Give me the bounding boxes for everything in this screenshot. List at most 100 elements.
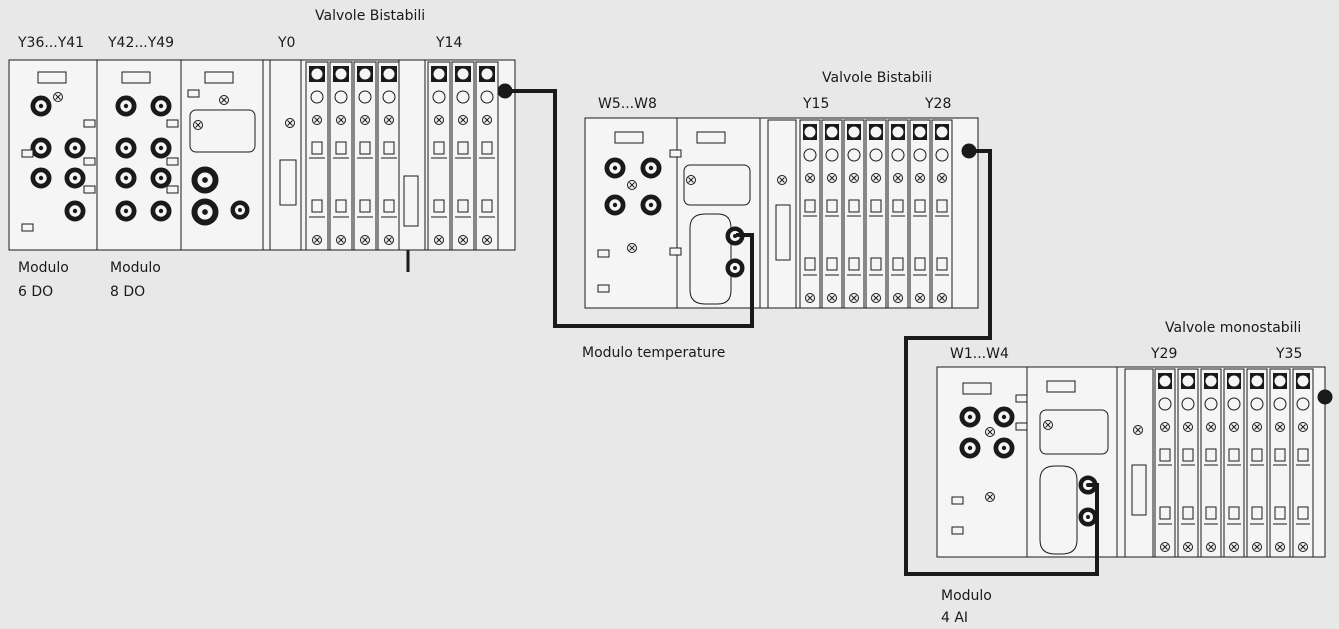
screw-cross bbox=[484, 237, 490, 243]
valve-knob bbox=[481, 68, 493, 80]
module-fieldbus bbox=[180, 59, 264, 251]
valve-body bbox=[887, 119, 909, 309]
valve-port-bottom bbox=[914, 257, 926, 271]
connector-pin bbox=[202, 209, 208, 215]
label-slot bbox=[597, 284, 610, 293]
valve-port-bottom bbox=[848, 257, 860, 271]
screw-cross bbox=[807, 175, 813, 181]
label-group1-start: Y0 bbox=[277, 35, 295, 51]
valve-indicator bbox=[480, 90, 494, 104]
label-mod-c-range: W5...W8 bbox=[598, 96, 657, 112]
label-group1-end: Y14 bbox=[435, 35, 462, 51]
temperature-cover bbox=[683, 164, 751, 206]
label-group3-end: Y35 bbox=[1275, 346, 1302, 362]
label-mod-b-name: Modulo bbox=[110, 260, 161, 276]
valve-port-bottom bbox=[359, 199, 371, 213]
cable-1-to-2 bbox=[505, 89, 754, 328]
connector-pin bbox=[38, 103, 44, 109]
screw-cross bbox=[1231, 424, 1237, 430]
valve-port-bottom bbox=[1205, 506, 1217, 520]
screw-cross bbox=[917, 175, 923, 181]
valve-indicator bbox=[1296, 397, 1310, 411]
led-strip bbox=[696, 131, 726, 144]
screw-cross bbox=[484, 117, 490, 123]
valve-port-bottom bbox=[433, 199, 445, 213]
valve-knob bbox=[936, 126, 948, 138]
label-slot bbox=[166, 119, 179, 128]
valve-indicator bbox=[1273, 397, 1287, 411]
screw-cross bbox=[1277, 544, 1283, 550]
valve-port-top bbox=[870, 199, 882, 213]
screw-cross bbox=[829, 295, 835, 301]
valve-knob bbox=[433, 68, 445, 80]
module-temperature-io bbox=[584, 117, 678, 309]
screw-cross bbox=[987, 429, 993, 435]
label-mod-b-range: Y42...Y49 bbox=[107, 35, 174, 51]
connector-pin bbox=[202, 177, 208, 183]
valve-indicator bbox=[869, 148, 883, 162]
valve-indicator bbox=[334, 90, 348, 104]
valve-body bbox=[931, 119, 953, 309]
label-group2-start: Y15 bbox=[802, 96, 829, 112]
valve-port-top bbox=[936, 199, 948, 213]
valve-indicator bbox=[1181, 397, 1195, 411]
screw-cross bbox=[362, 117, 368, 123]
connector-pin bbox=[38, 175, 44, 181]
screw-cross bbox=[895, 295, 901, 301]
valve-knob bbox=[335, 68, 347, 80]
connector-pin bbox=[648, 202, 654, 208]
valve-port-top bbox=[1228, 448, 1240, 462]
valve-knob bbox=[457, 68, 469, 80]
screw-cross bbox=[1254, 544, 1260, 550]
label-mod-a-name: Modulo bbox=[18, 260, 69, 276]
screw-cross bbox=[873, 295, 879, 301]
led-strip bbox=[204, 71, 234, 84]
end-plate bbox=[1124, 368, 1154, 558]
connector-pin bbox=[967, 414, 973, 420]
valve-port-bottom bbox=[870, 257, 882, 271]
valve-port-top bbox=[1182, 448, 1194, 462]
valve-knob bbox=[1274, 375, 1286, 387]
valve-port-bottom bbox=[1228, 506, 1240, 520]
screw-cross bbox=[1045, 422, 1051, 428]
cable-2-to-3 bbox=[904, 149, 1099, 576]
valve-knob bbox=[804, 126, 816, 138]
end-plate bbox=[269, 59, 302, 251]
screw-cross bbox=[939, 175, 945, 181]
screw-cross bbox=[195, 122, 201, 128]
screw-cross bbox=[1231, 544, 1237, 550]
screw-cross bbox=[55, 94, 61, 100]
screw-cross bbox=[460, 117, 466, 123]
screw-cross bbox=[1185, 424, 1191, 430]
connector-pin bbox=[612, 202, 618, 208]
screw-cross bbox=[338, 237, 344, 243]
connector-pin bbox=[123, 208, 129, 214]
valve-indicator bbox=[825, 148, 839, 162]
valve-body bbox=[427, 61, 451, 251]
valve-knob bbox=[359, 68, 371, 80]
valve-port-bottom bbox=[1274, 506, 1286, 520]
connector-pin bbox=[72, 208, 78, 214]
valve-knob bbox=[1182, 375, 1194, 387]
connector-pin bbox=[123, 175, 129, 181]
valve-indicator bbox=[1204, 397, 1218, 411]
module-4ai-io bbox=[936, 366, 1028, 558]
screw-cross bbox=[917, 295, 923, 301]
connector-pin bbox=[1086, 515, 1090, 519]
connector-pin bbox=[123, 145, 129, 151]
label-mod-a-type: 6 DO bbox=[18, 284, 53, 300]
label-slot bbox=[1015, 394, 1028, 403]
valve-port-bottom bbox=[457, 199, 469, 213]
valve-indicator bbox=[382, 90, 396, 104]
label-slot bbox=[83, 185, 96, 194]
valve-port-top bbox=[914, 199, 926, 213]
screw-cross bbox=[1135, 427, 1141, 433]
screw-cross bbox=[1208, 544, 1214, 550]
label-slot bbox=[21, 223, 34, 232]
valve-port-top bbox=[311, 141, 323, 155]
label-group2-title: Valvole Bistabili bbox=[822, 70, 932, 86]
valve-port-top bbox=[383, 141, 395, 155]
valve-port-top bbox=[1297, 448, 1309, 462]
connector-pin bbox=[648, 165, 654, 171]
